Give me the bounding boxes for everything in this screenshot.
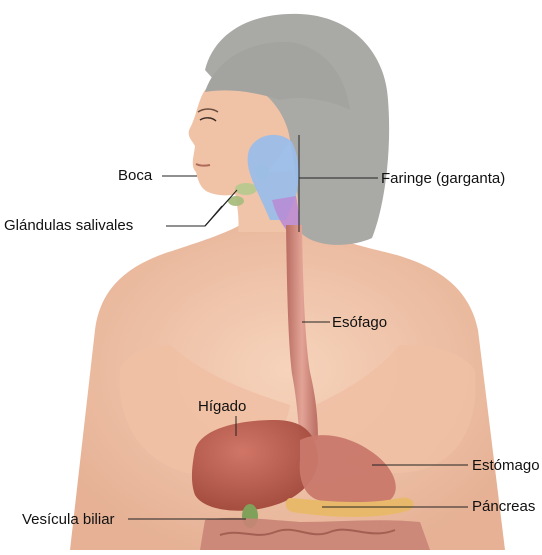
label-pancreas: Páncreas [472, 498, 535, 516]
label-vesicula-biliar: Vesícula biliar [22, 511, 115, 529]
salivary-gland-1 [235, 183, 257, 195]
label-higado: Hígado [198, 398, 246, 416]
label-esofago: Esófago [332, 314, 387, 332]
label-glandulas-salivales: Glándulas salivales [4, 217, 133, 235]
label-faringe: Faringe (garganta) [381, 170, 505, 188]
label-boca: Boca [118, 167, 152, 185]
label-estomago: Estómago [472, 457, 540, 475]
